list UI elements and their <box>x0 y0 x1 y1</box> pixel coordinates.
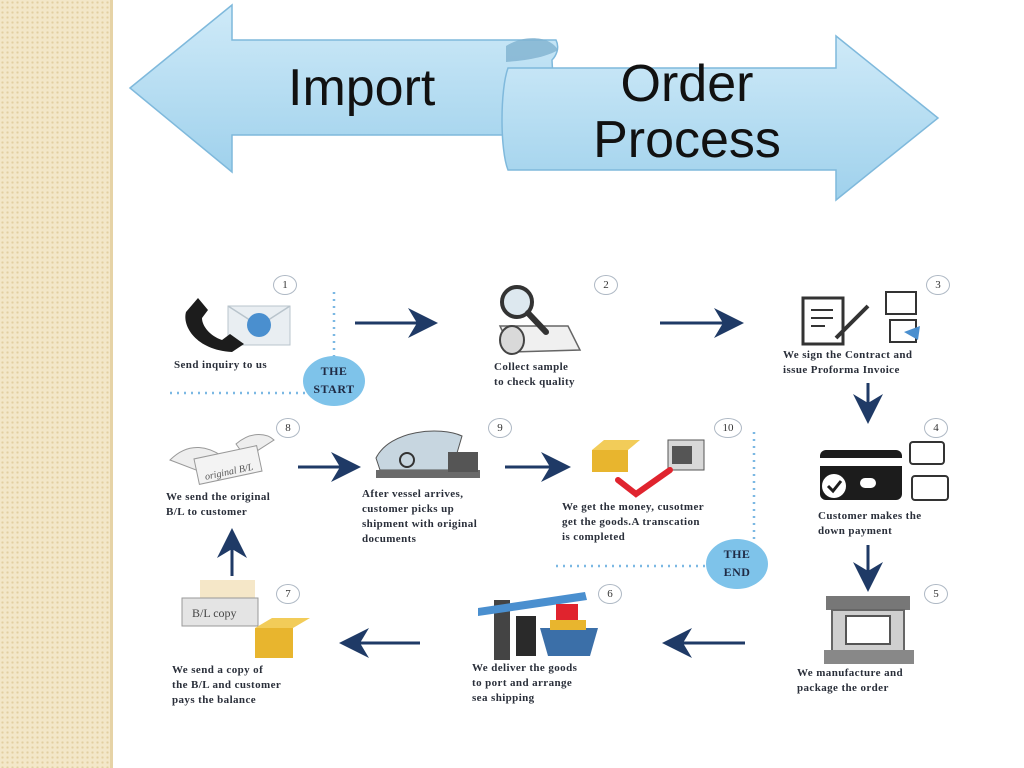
step-caption-1: Send inquiry to us <box>174 359 268 371</box>
end-badge-line2: END <box>723 565 751 579</box>
step-caption-8: We send the original B/L to customer <box>166 491 271 518</box>
title-import: Import <box>288 59 436 117</box>
title-banner <box>128 3 940 202</box>
start-badge-line1: THE <box>320 364 348 378</box>
step-caption-5: We manufacture and package the order <box>797 667 904 694</box>
step-number-3: 3 <box>926 275 950 295</box>
step-number-10: 10 <box>714 418 742 438</box>
step-number-1: 1 <box>273 275 297 295</box>
phone-envelope-icon <box>185 298 291 352</box>
crane-ship-icon <box>478 592 598 660</box>
title-order-line1: Order <box>620 55 754 113</box>
contract-icon <box>801 291 920 346</box>
card-payment-icon <box>820 441 949 501</box>
step-number-2: 2 <box>594 275 618 295</box>
end-badge-line1: THE <box>723 547 751 561</box>
step-caption-6: We deliver the goods to port and arrange… <box>472 662 578 704</box>
step-caption-7: We send a copy of the B/L and customer p… <box>172 664 282 706</box>
step-number-4: 4 <box>924 418 948 438</box>
check-goods-icon <box>592 439 705 498</box>
magnifier-icon <box>498 285 582 355</box>
step-number-5: 5 <box>924 584 948 604</box>
bl-copy-label: B/L copy <box>192 606 237 620</box>
step-caption-4: Customer makes the down payment <box>818 510 922 537</box>
step-number-6: 6 <box>598 584 622 604</box>
title-order-process: Order Process <box>577 56 797 168</box>
start-badge-line2: START <box>313 382 355 396</box>
step-number-9: 9 <box>488 418 512 438</box>
decorative-left-strip <box>0 0 113 768</box>
step-caption-2: Collect sample to check quality <box>494 361 575 388</box>
step-number-7: 7 <box>276 584 300 604</box>
step-caption-10: We get the money, cusotmer get the goods… <box>562 501 705 543</box>
step-caption-9: After vessel arrives, customer picks up … <box>362 488 478 545</box>
end-badge: THE END <box>706 539 768 589</box>
step-caption-3: We sign the Contract and issue Proforma … <box>783 349 913 376</box>
step-number-8: 8 <box>276 418 300 438</box>
bl-original-icon <box>169 434 275 485</box>
start-badge: THE START <box>303 356 365 406</box>
right-arrow-shape <box>501 34 940 202</box>
bl-copy-icon <box>181 580 310 658</box>
title-order-line2: Process <box>593 111 781 170</box>
vessel-icon <box>375 430 480 478</box>
machine-icon <box>824 596 914 664</box>
